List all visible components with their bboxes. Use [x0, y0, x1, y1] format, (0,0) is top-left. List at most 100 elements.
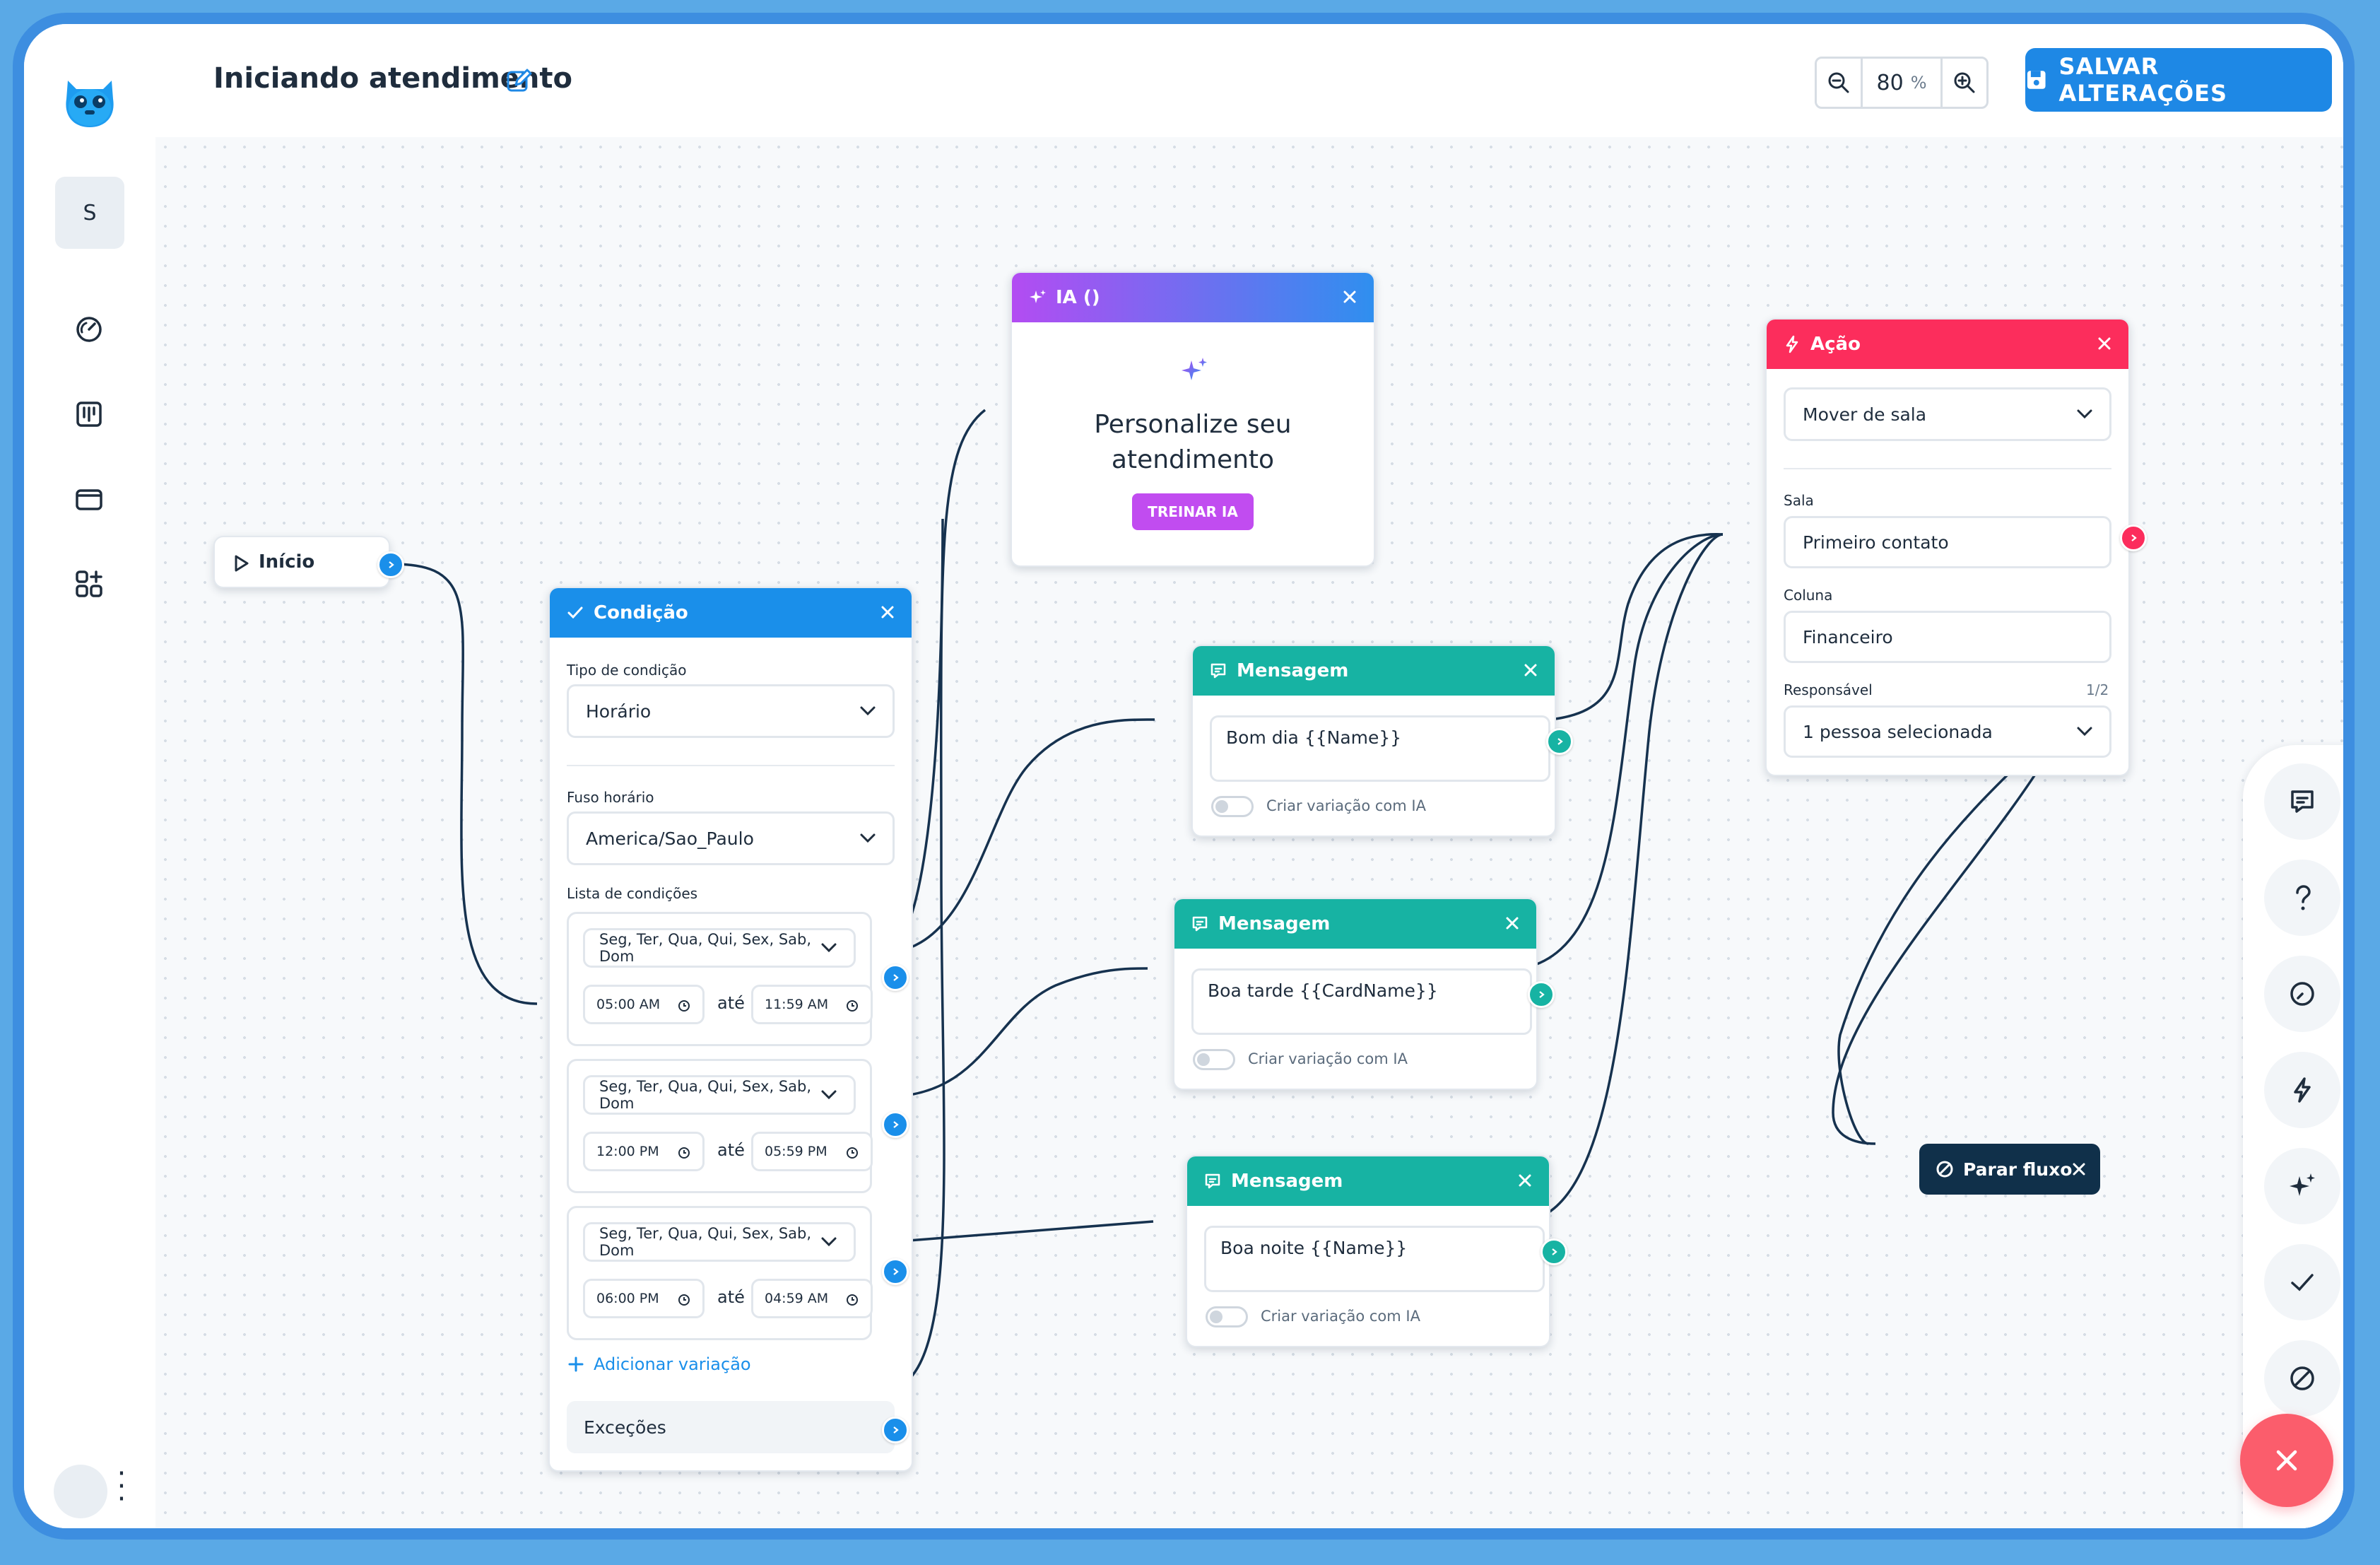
condition-3-output-port[interactable] — [882, 1258, 909, 1285]
close-tools-button[interactable] — [2240, 1414, 2333, 1507]
message-icon — [2291, 790, 2314, 813]
close-icon[interactable] — [878, 602, 897, 622]
train-ia-button[interactable]: TREINAR IA — [1132, 493, 1254, 530]
message-textarea[interactable]: Boa noite {{Name}} — [1204, 1226, 1545, 1292]
add-question-button[interactable] — [2264, 860, 2340, 936]
condition-list-label: Lista de condições — [567, 885, 698, 902]
ai-variation-toggle[interactable] — [1206, 1306, 1248, 1327]
kanban-icon[interactable] — [72, 397, 106, 431]
add-variation-button[interactable]: Adicionar variação — [567, 1354, 751, 1374]
message-node-title: Mensagem — [1218, 913, 1331, 934]
clock-icon — [2290, 982, 2314, 1006]
clock-icon — [847, 1000, 858, 1012]
ai-variation-label: Criar variação com IA — [1266, 797, 1426, 814]
save-changes-button[interactable]: SALVAR ALTERAÇÕES — [2025, 48, 2332, 112]
time-to-input[interactable]: 05:59 PM — [751, 1132, 873, 1171]
condition-node-header: Condição — [550, 588, 912, 638]
add-ai-button[interactable] — [2264, 1148, 2340, 1224]
stop-icon — [1936, 1161, 1953, 1178]
play-icon — [235, 555, 249, 572]
condition-1-output-port[interactable] — [882, 964, 909, 991]
room-input[interactable]: Primeiro contato — [1784, 516, 2111, 568]
close-icon[interactable] — [1521, 660, 1540, 680]
condition-type-select[interactable]: Horário — [567, 684, 895, 738]
add-stop-button[interactable] — [2264, 1340, 2340, 1417]
days-select[interactable]: Seg, Ter, Qua, Qui, Sex, Sab, Dom — [583, 1222, 856, 1262]
close-icon[interactable] — [1340, 287, 1360, 307]
ai-variation-toggle[interactable] — [1193, 1049, 1235, 1070]
zoom-in-button[interactable] — [1943, 59, 1986, 107]
add-action-button[interactable] — [2264, 1052, 2340, 1128]
ai-variation-toggle[interactable] — [1211, 796, 1254, 817]
time-from-input[interactable]: 05:00 AM — [583, 985, 705, 1024]
action-node[interactable]: Ação Mover de sala Sala Primeiro contato… — [1765, 318, 2147, 776]
time-to-input[interactable]: 04:59 AM — [751, 1279, 873, 1318]
check-icon — [567, 606, 583, 619]
apps-icon[interactable] — [72, 567, 106, 601]
message-node[interactable]: Mensagem Boa tarde {{CardName}} Criar va… — [1173, 898, 1555, 1090]
responsible-select[interactable]: 1 pessoa selecionada — [1784, 705, 2111, 758]
ai-sparkle-icon — [1030, 290, 1046, 303]
exceptions-output-port[interactable] — [882, 1417, 909, 1443]
ai-sparkle-icon — [2290, 1173, 2315, 1196]
sidebar: S ··· — [24, 24, 158, 1528]
close-icon[interactable] — [2095, 334, 2114, 353]
more-vertical-icon[interactable]: ··· — [117, 1458, 126, 1516]
start-node[interactable]: Início — [213, 536, 404, 588]
message-node[interactable]: Mensagem Boa noite {{Name}} Criar variaç… — [1186, 1155, 1567, 1347]
add-condition-button[interactable] — [2264, 1244, 2340, 1320]
message-textarea[interactable]: Boa tarde {{CardName}} — [1191, 968, 1532, 1035]
add-wait-button[interactable] — [2264, 956, 2340, 1032]
message-textarea[interactable]: Bom dia {{Name}} — [1210, 715, 1550, 782]
action-output-port[interactable] — [2120, 524, 2147, 551]
save-icon — [2027, 71, 2046, 89]
column-label: Coluna — [1784, 587, 1833, 604]
message-node[interactable]: Mensagem Bom dia {{Name}} Criar variação… — [1191, 645, 1573, 837]
condition-node[interactable]: Condição Tipo de condição Horário Fuso h… — [548, 587, 913, 1472]
chevron-down-icon — [821, 1237, 837, 1247]
workspace-avatar[interactable]: S — [55, 177, 124, 249]
time-from-input[interactable]: 06:00 PM — [583, 1279, 705, 1318]
condition-type-label: Tipo de condição — [567, 662, 687, 679]
condition-item: Seg, Ter, Qua, Qui, Sex, Sab, Dom 05:00 … — [567, 912, 873, 1046]
start-output-port[interactable] — [377, 551, 404, 578]
range-separator: até — [717, 993, 745, 1013]
action-type-select[interactable]: Mover de sala — [1784, 387, 2111, 441]
timezone-select[interactable]: America/Sao_Paulo — [567, 811, 895, 865]
ia-node[interactable]: IA () Personalize seu atendimento TREINA… — [1011, 271, 1375, 567]
zoom-out-button[interactable] — [1817, 59, 1861, 107]
dashboard-icon[interactable] — [72, 312, 106, 346]
condition-2-output-port[interactable] — [882, 1111, 909, 1138]
message-output-port[interactable] — [1540, 1238, 1567, 1265]
close-icon[interactable] — [2070, 1161, 2087, 1178]
exceptions-row[interactable]: Exceções — [567, 1401, 895, 1453]
app-logo-icon[interactable] — [58, 68, 122, 131]
message-icon — [1205, 1173, 1220, 1189]
wallet-icon[interactable] — [72, 482, 106, 516]
stop-flow-node[interactable]: Parar fluxo — [1919, 1144, 2100, 1195]
user-avatar[interactable] — [54, 1465, 107, 1518]
clock-icon — [678, 1000, 690, 1012]
chevron-down-icon — [2077, 727, 2092, 737]
ia-heading: Personalize seu atendimento — [1094, 410, 1292, 474]
add-message-button[interactable] — [2264, 763, 2340, 840]
column-input[interactable]: Financeiro — [1784, 611, 2111, 663]
message-output-port[interactable] — [1528, 981, 1555, 1008]
message-output-port[interactable] — [1546, 728, 1573, 755]
condition-node-title: Condição — [594, 602, 688, 623]
time-to-input[interactable]: 11:59 AM — [751, 985, 873, 1024]
time-from-input[interactable]: 12:00 PM — [583, 1132, 705, 1171]
edit-title-icon[interactable] — [505, 66, 533, 95]
days-select[interactable]: Seg, Ter, Qua, Qui, Sex, Sab, Dom — [583, 928, 856, 968]
chevron-down-icon — [860, 706, 876, 716]
clock-icon — [847, 1294, 858, 1306]
zoom-in-icon — [1954, 72, 1975, 93]
clock-icon — [678, 1294, 690, 1306]
days-select[interactable]: Seg, Ter, Qua, Qui, Sex, Sab, Dom — [583, 1075, 856, 1115]
condition-item: Seg, Ter, Qua, Qui, Sex, Sab, Dom 12:00 … — [567, 1059, 873, 1193]
close-icon[interactable] — [1515, 1171, 1535, 1190]
divider — [1784, 468, 2111, 469]
check-icon — [2291, 1274, 2314, 1291]
zoom-value[interactable]: 80% — [1861, 59, 1943, 107]
close-icon[interactable] — [1502, 913, 1522, 933]
